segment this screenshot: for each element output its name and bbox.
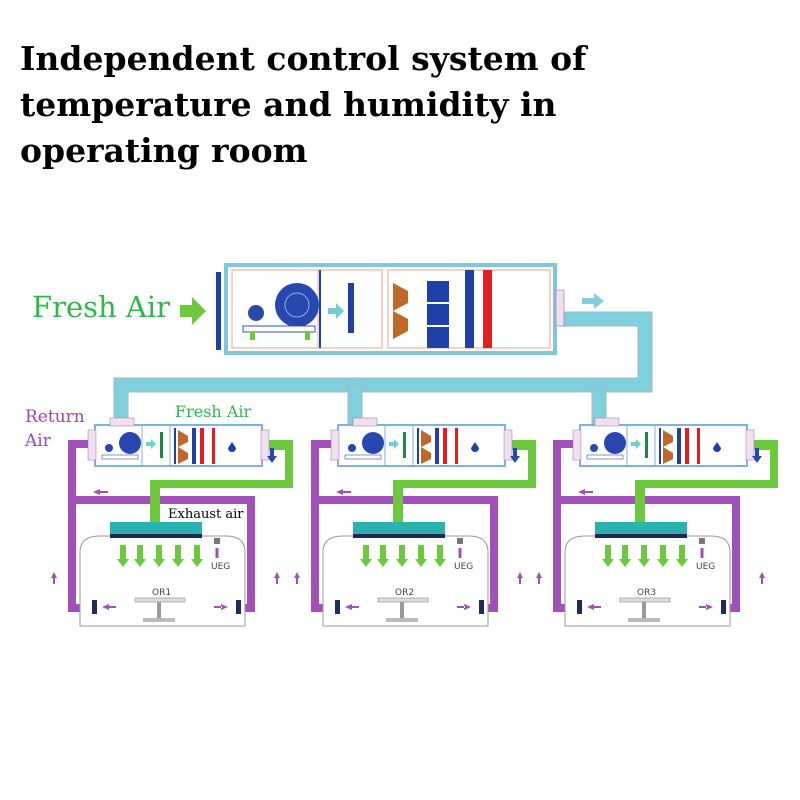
airflow-arrow-icon <box>191 545 203 567</box>
supply-air-duct <box>393 440 536 522</box>
fan-icon <box>119 432 141 454</box>
main-air-handling-unit <box>216 263 565 355</box>
humidifier-icon <box>228 442 236 452</box>
sensor-label: UEG <box>211 562 230 572</box>
airflow-arrow-icon <box>619 545 631 567</box>
cooling-coil <box>465 270 474 348</box>
laminar-flow-hood <box>110 522 202 534</box>
room-outline <box>322 535 489 627</box>
arrow-down-icon <box>752 448 762 463</box>
supply-air-duct <box>635 440 778 522</box>
arrow-left-icon <box>578 489 593 495</box>
airflow-arrow-icon <box>134 545 146 567</box>
arrow-right-icon <box>214 604 228 610</box>
page-title: Independent control system of temperatur… <box>20 39 587 170</box>
room-label: OR2 <box>395 588 414 598</box>
airflow-arrow-icon <box>415 545 427 567</box>
room-outline <box>564 535 731 627</box>
fresh-air-unit-label: Fresh Air <box>175 402 251 421</box>
arrow-down-icon <box>267 448 277 463</box>
arrow-up-icon <box>51 572 57 584</box>
arrow-up-icon <box>294 572 300 584</box>
fan-icon <box>242 283 319 340</box>
operating-table <box>134 597 186 603</box>
operating-room-system-or2: UEG OR2 <box>294 417 536 627</box>
airflow-arrow-icon <box>676 545 688 567</box>
fresh-air-main-label: Fresh Air <box>32 290 170 324</box>
arrow-up-icon <box>536 572 542 584</box>
arrow-right-icon <box>699 604 713 610</box>
airflow-arrow-icon <box>657 545 669 567</box>
operating-table <box>377 597 429 603</box>
exhaust-air-label: Exhaust air <box>168 507 244 522</box>
arrow-right-icon <box>457 604 471 610</box>
humidifier-icon <box>713 442 721 452</box>
fan-icon <box>604 432 626 454</box>
arrow-up-icon <box>517 572 523 584</box>
airflow-arrow-icon <box>117 545 129 567</box>
sensor-label: UEG <box>696 562 715 572</box>
filter-icon <box>393 283 408 339</box>
airflow-arrow-icon <box>602 545 614 567</box>
room-label: OR3 <box>637 588 656 598</box>
airflow-arrow-icon <box>377 545 389 567</box>
heating-coil <box>483 270 492 348</box>
arrow-left-icon <box>345 604 359 610</box>
arrow-left-icon <box>93 489 108 495</box>
humidifier-icon <box>471 442 479 452</box>
airflow-arrow-icon <box>172 545 184 567</box>
airflow-arrow-icon <box>360 545 372 567</box>
operating-room-system-or3: UEG OR3 <box>536 417 778 627</box>
laminar-flow-hood <box>595 522 687 534</box>
airflow-arrow-icon <box>396 545 408 567</box>
room-label: OR1 <box>152 588 171 598</box>
return-air-label: Return <box>25 407 85 427</box>
damper <box>555 289 565 327</box>
airflow-arrow-icon <box>153 545 165 567</box>
airflow-arrow-icon <box>434 545 446 567</box>
sensor-label: UEG <box>454 562 473 572</box>
room-outline <box>79 535 246 627</box>
supply-air-duct <box>150 440 293 522</box>
operating-room-system-or1: UEG OR1 <box>51 417 293 627</box>
filter-icon <box>348 283 354 333</box>
airflow-arrow-icon <box>638 545 650 567</box>
arrow-left-icon <box>587 604 601 610</box>
arrow-left-icon <box>336 489 351 495</box>
operating-table <box>619 597 671 603</box>
arrow-right-icon <box>180 297 206 325</box>
fan-icon <box>362 432 384 454</box>
arrow-down-icon <box>510 448 520 463</box>
arrow-up-icon <box>274 572 280 584</box>
return-air-label: Air <box>24 431 52 451</box>
arrow-right-icon <box>582 293 604 309</box>
arrow-left-icon <box>102 604 116 610</box>
arrow-up-icon <box>759 572 765 584</box>
laminar-flow-hood <box>353 522 445 534</box>
